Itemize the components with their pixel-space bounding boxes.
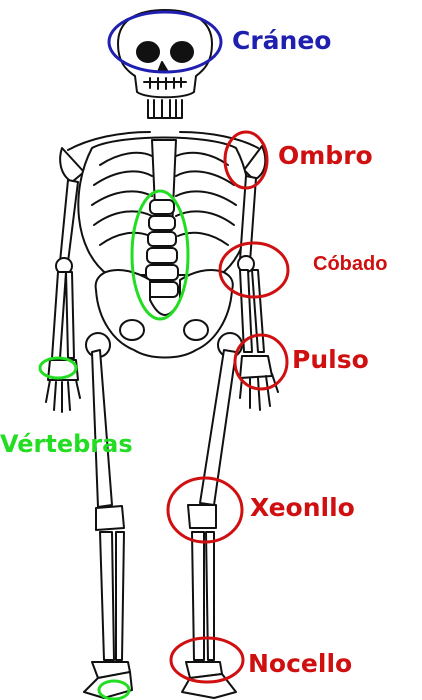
label-wrist: Pulso: [292, 347, 369, 372]
left-leg: [84, 333, 132, 698]
label-ankle: Nocello: [248, 651, 352, 676]
label-knee: Xeonllo: [250, 495, 355, 520]
label-elbow: Cóbado: [313, 254, 387, 274]
skeleton-figure: [46, 10, 278, 698]
label-cranium: Cráneo: [232, 28, 331, 53]
label-shoulder: Ombro: [278, 143, 373, 168]
skull: [118, 10, 212, 118]
label-vertebrae: Vértebras: [0, 432, 133, 456]
